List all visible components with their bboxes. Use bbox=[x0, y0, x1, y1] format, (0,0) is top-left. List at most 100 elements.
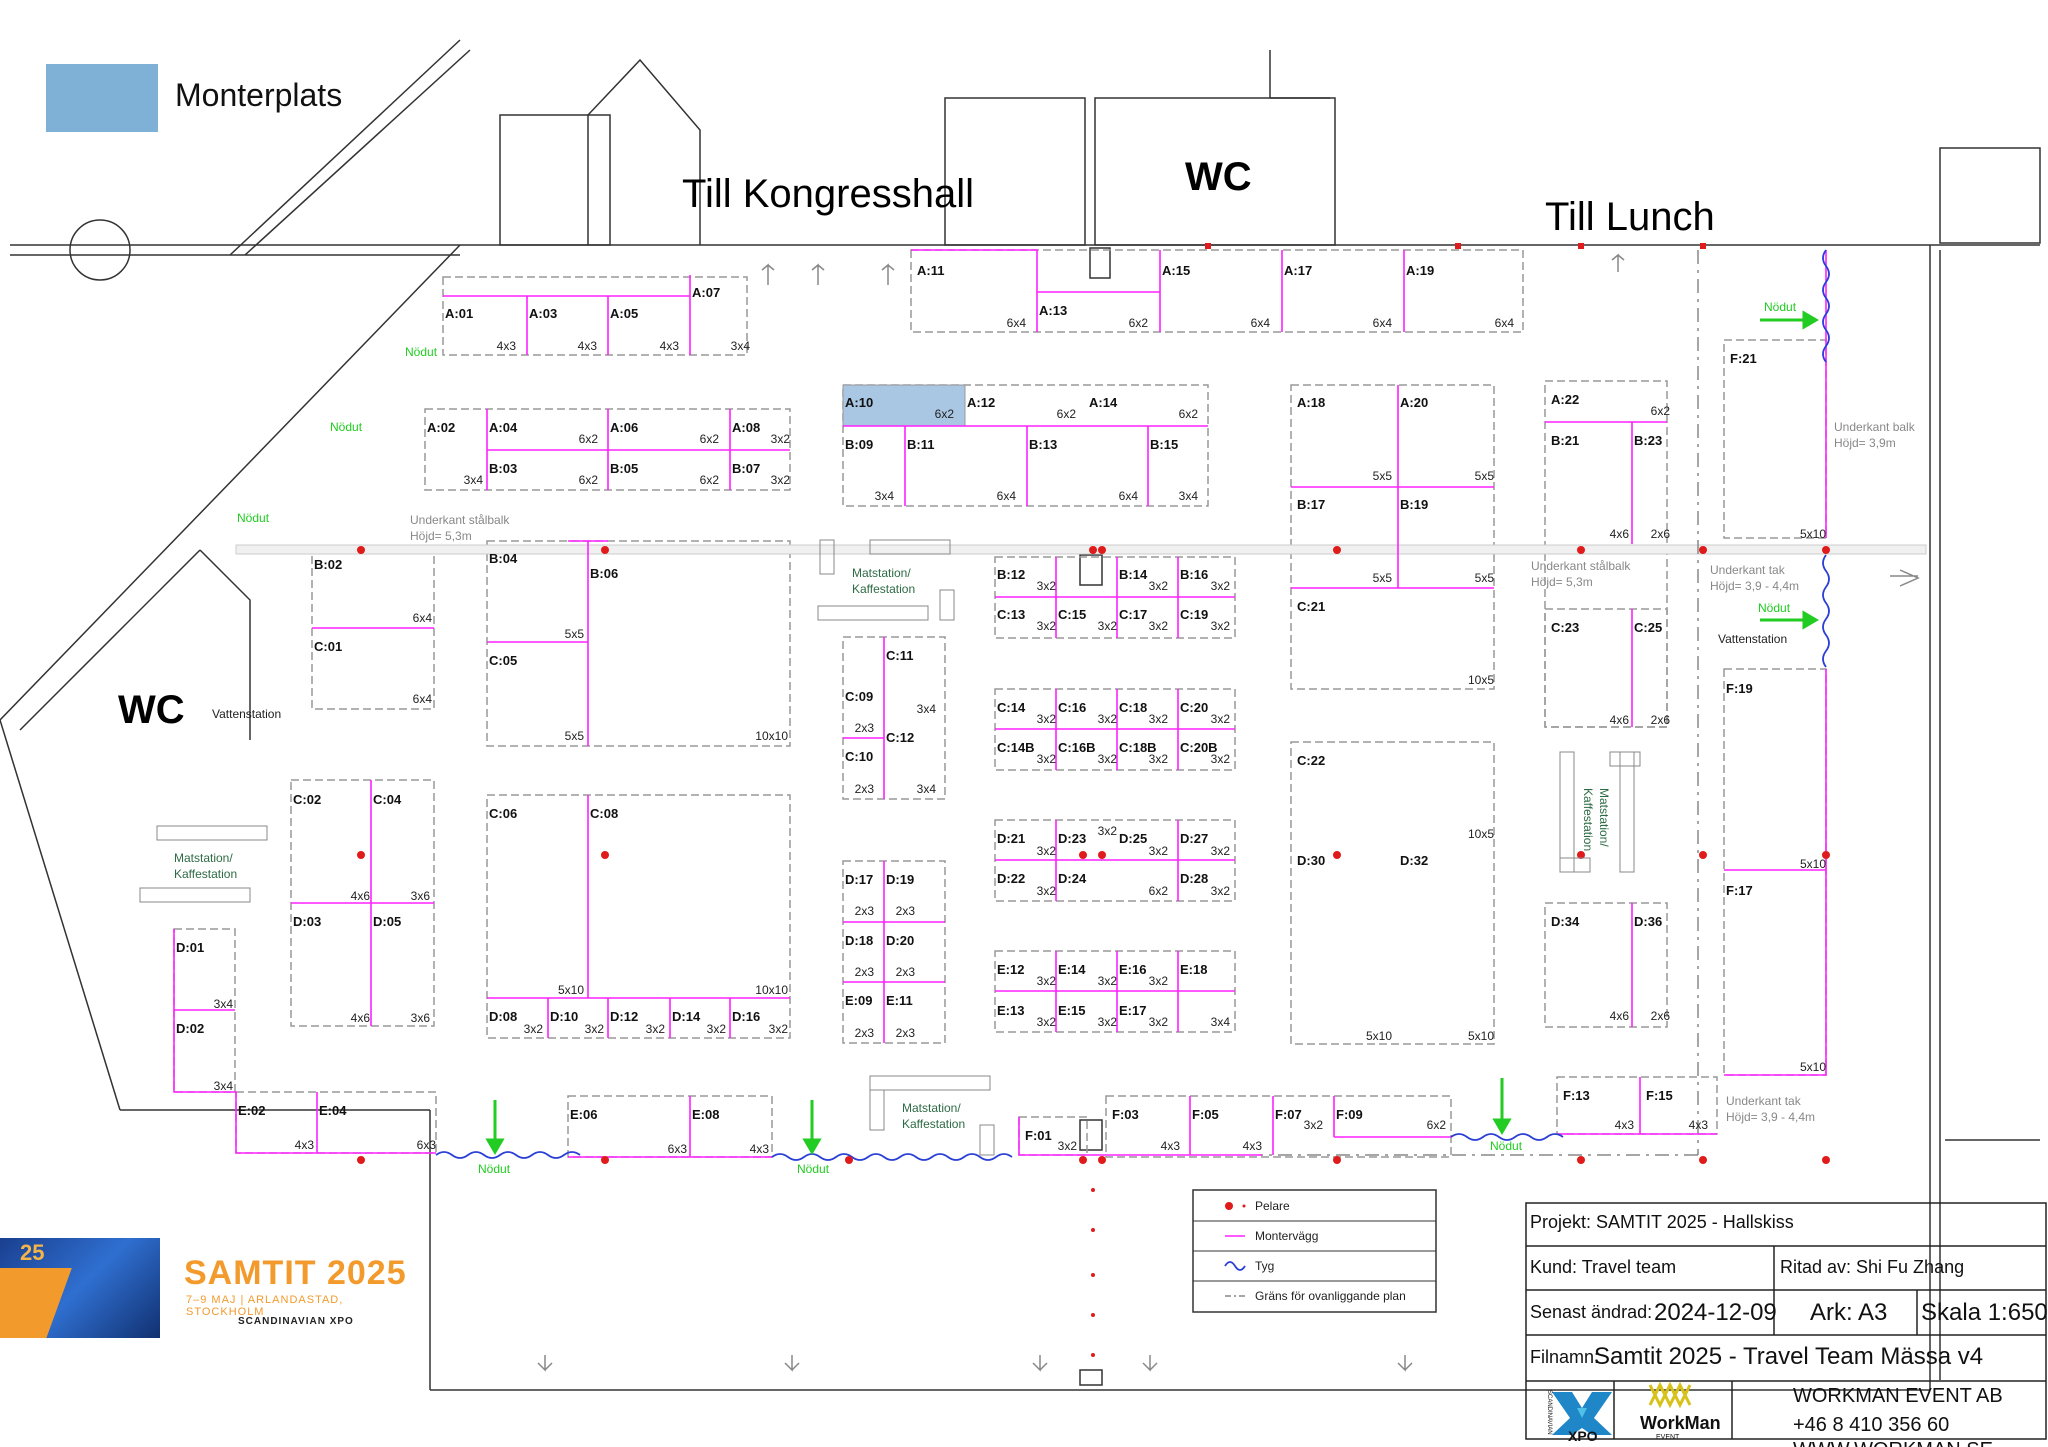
booth-label-e04[interactable]: E:04 bbox=[319, 1103, 347, 1118]
booth-label-e15[interactable]: E:15 bbox=[1058, 1003, 1085, 1018]
booth-label-c15[interactable]: C:15 bbox=[1058, 607, 1086, 622]
booth-label-c12[interactable]: C:12 bbox=[886, 730, 914, 745]
booth-label-f01[interactable]: F:01 bbox=[1025, 1128, 1052, 1143]
booth-label-e18[interactable]: E:18 bbox=[1180, 962, 1207, 977]
booth-label-d02[interactable]: D:02 bbox=[176, 1021, 204, 1036]
booth-label-a01[interactable]: A:01 bbox=[445, 306, 473, 321]
booth-label-d08[interactable]: D:08 bbox=[489, 1009, 517, 1024]
booth-label-c22[interactable]: C:22 bbox=[1297, 753, 1325, 768]
booth-label-d34[interactable]: D:34 bbox=[1551, 914, 1580, 929]
booth-label-e06[interactable]: E:06 bbox=[570, 1107, 597, 1122]
booth-label-a08[interactable]: A:08 bbox=[732, 420, 760, 435]
booth-label-f21[interactable]: F:21 bbox=[1730, 351, 1757, 366]
booth-label-a22[interactable]: A:22 bbox=[1551, 392, 1579, 407]
booth-label-a03[interactable]: A:03 bbox=[529, 306, 557, 321]
booth-label-d32[interactable]: D:32 bbox=[1400, 853, 1428, 868]
booth-label-c08[interactable]: C:08 bbox=[590, 806, 618, 821]
booth-label-a05[interactable]: A:05 bbox=[610, 306, 638, 321]
booth-label-c16b[interactable]: C:16B bbox=[1058, 740, 1096, 755]
booth-label-e11[interactable]: E:11 bbox=[886, 993, 913, 1008]
booth-label-a02[interactable]: A:02 bbox=[427, 420, 455, 435]
booth-label-d20[interactable]: D:20 bbox=[886, 933, 914, 948]
booth-label-c14b[interactable]: C:14B bbox=[997, 740, 1035, 755]
booth-label-a20[interactable]: A:20 bbox=[1400, 395, 1428, 410]
booth-label-d18[interactable]: D:18 bbox=[845, 933, 873, 948]
booth-label-b09[interactable]: B:09 bbox=[845, 437, 873, 452]
booth-label-c02[interactable]: C:02 bbox=[293, 792, 321, 807]
booth-label-b04[interactable]: B:04 bbox=[489, 551, 518, 566]
booth-label-c01[interactable]: C:01 bbox=[314, 639, 342, 654]
booth-label-c10[interactable]: C:10 bbox=[845, 749, 873, 764]
booth-label-d05[interactable]: D:05 bbox=[373, 914, 401, 929]
booth-label-c20[interactable]: C:20 bbox=[1180, 700, 1208, 715]
booth-label-b16[interactable]: B:16 bbox=[1180, 567, 1208, 582]
booth-label-d01[interactable]: D:01 bbox=[176, 940, 204, 955]
booth-label-c18[interactable]: C:18 bbox=[1119, 700, 1147, 715]
booth-label-d21[interactable]: D:21 bbox=[997, 831, 1025, 846]
booth-label-a07[interactable]: A:07 bbox=[692, 285, 720, 300]
booth-label-b03[interactable]: B:03 bbox=[489, 461, 517, 476]
booth-label-f13[interactable]: F:13 bbox=[1563, 1088, 1590, 1103]
booth-label-f03[interactable]: F:03 bbox=[1112, 1107, 1139, 1122]
booth-label-b11[interactable]: B:11 bbox=[907, 437, 934, 452]
booth-label-c16[interactable]: C:16 bbox=[1058, 700, 1086, 715]
booth-label-e16[interactable]: E:16 bbox=[1119, 962, 1146, 977]
booth-label-f05[interactable]: F:05 bbox=[1192, 1107, 1219, 1122]
booth-label-a12[interactable]: A:12 bbox=[967, 395, 995, 410]
booth-label-b12[interactable]: B:12 bbox=[997, 567, 1025, 582]
booth-label-b13[interactable]: B:13 bbox=[1029, 437, 1057, 452]
booth-label-c21[interactable]: C:21 bbox=[1297, 599, 1325, 614]
booth-label-e09[interactable]: E:09 bbox=[845, 993, 872, 1008]
booth-label-b21[interactable]: B:21 bbox=[1551, 433, 1579, 448]
booth-label-b19[interactable]: B:19 bbox=[1400, 497, 1428, 512]
booth-label-b02[interactable]: B:02 bbox=[314, 557, 342, 572]
booth-label-c05[interactable]: C:05 bbox=[489, 653, 517, 668]
selected-booth-a10[interactable] bbox=[842, 384, 966, 427]
booth-label-b15[interactable]: B:15 bbox=[1150, 437, 1178, 452]
booth-label-c25[interactable]: C:25 bbox=[1634, 620, 1662, 635]
booth-label-a11[interactable]: A:11 bbox=[917, 263, 944, 278]
booth-label-b07[interactable]: B:07 bbox=[732, 461, 760, 476]
booth-label-e02[interactable]: E:02 bbox=[238, 1103, 265, 1118]
booth-label-d10[interactable]: D:10 bbox=[550, 1009, 578, 1024]
booth-label-c17[interactable]: C:17 bbox=[1119, 607, 1147, 622]
booth-label-e14[interactable]: E:14 bbox=[1058, 962, 1086, 977]
booth-label-b23[interactable]: B:23 bbox=[1634, 433, 1662, 448]
booth-label-c19[interactable]: C:19 bbox=[1180, 607, 1208, 622]
booth-label-c18b[interactable]: C:18B bbox=[1119, 740, 1157, 755]
booth-label-c13[interactable]: C:13 bbox=[997, 607, 1025, 622]
booth-label-d17[interactable]: D:17 bbox=[845, 872, 873, 887]
booth-label-b05[interactable]: B:05 bbox=[610, 461, 638, 476]
booth-label-c06[interactable]: C:06 bbox=[489, 806, 517, 821]
booth-label-d16[interactable]: D:16 bbox=[732, 1009, 760, 1024]
booth-label-f17[interactable]: F:17 bbox=[1726, 883, 1753, 898]
booth-label-f15[interactable]: F:15 bbox=[1646, 1088, 1673, 1103]
booth-label-d19[interactable]: D:19 bbox=[886, 872, 914, 887]
booth-label-a10[interactable]: A:10 bbox=[845, 395, 873, 410]
booth-label-c20b[interactable]: C:20B bbox=[1180, 740, 1218, 755]
booth-label-c09[interactable]: C:09 bbox=[845, 689, 873, 704]
booth-label-c11[interactable]: C:11 bbox=[886, 648, 913, 663]
booth-label-a04[interactable]: A:04 bbox=[489, 420, 518, 435]
booth-label-a18[interactable]: A:18 bbox=[1297, 395, 1325, 410]
booth-label-a06[interactable]: A:06 bbox=[610, 420, 638, 435]
booth-label-d03[interactable]: D:03 bbox=[293, 914, 321, 929]
booth-label-c04[interactable]: C:04 bbox=[373, 792, 402, 807]
booth-label-d12[interactable]: D:12 bbox=[610, 1009, 638, 1024]
booth-label-d14[interactable]: D:14 bbox=[672, 1009, 701, 1024]
booth-label-d25[interactable]: D:25 bbox=[1119, 831, 1147, 846]
booth-label-f07[interactable]: F:07 bbox=[1275, 1107, 1302, 1122]
booth-label-d27[interactable]: D:27 bbox=[1180, 831, 1208, 846]
booth-label-e12[interactable]: E:12 bbox=[997, 962, 1024, 977]
booth-label-d24[interactable]: D:24 bbox=[1058, 871, 1087, 886]
booth-label-c14[interactable]: C:14 bbox=[997, 700, 1026, 715]
booth-label-f09[interactable]: F:09 bbox=[1336, 1107, 1363, 1122]
booth-label-d22[interactable]: D:22 bbox=[997, 871, 1025, 886]
booth-label-a13[interactable]: A:13 bbox=[1039, 303, 1067, 318]
booth-label-d23[interactable]: D:23 bbox=[1058, 831, 1086, 846]
booth-label-e08[interactable]: E:08 bbox=[692, 1107, 719, 1122]
booth-label-f19[interactable]: F:19 bbox=[1726, 681, 1753, 696]
booth-label-b14[interactable]: B:14 bbox=[1119, 567, 1148, 582]
booth-label-e17[interactable]: E:17 bbox=[1119, 1003, 1146, 1018]
booth-label-d28[interactable]: D:28 bbox=[1180, 871, 1208, 886]
